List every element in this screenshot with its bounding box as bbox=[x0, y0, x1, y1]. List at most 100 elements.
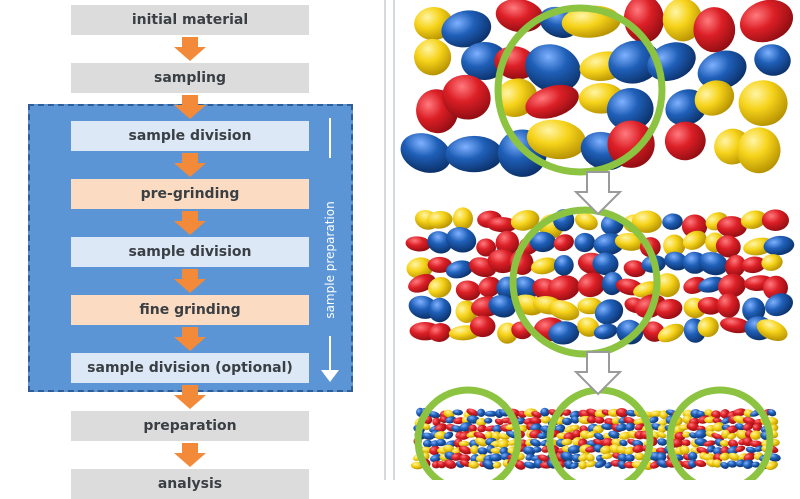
particle bbox=[510, 210, 540, 231]
particle bbox=[443, 431, 454, 440]
particle bbox=[728, 452, 740, 461]
particle bbox=[716, 293, 740, 318]
particle bbox=[427, 256, 452, 273]
particle bbox=[662, 0, 703, 42]
particle bbox=[698, 251, 729, 276]
particle bbox=[427, 231, 453, 254]
particle bbox=[495, 230, 520, 256]
particle bbox=[727, 460, 738, 468]
particle bbox=[511, 276, 539, 300]
particle bbox=[663, 234, 686, 257]
particle bbox=[470, 445, 479, 455]
particle bbox=[756, 319, 788, 341]
particle bbox=[428, 323, 451, 342]
particle bbox=[608, 430, 621, 439]
particle bbox=[577, 272, 606, 298]
particle bbox=[461, 41, 508, 81]
particle bbox=[742, 297, 766, 323]
particle bbox=[577, 317, 600, 337]
particle bbox=[436, 438, 446, 447]
particle bbox=[593, 323, 618, 340]
particle bbox=[458, 440, 470, 447]
flowchart-panel: initial material sampling sample divisio… bbox=[0, 0, 386, 499]
particle bbox=[624, 446, 635, 455]
particle bbox=[445, 135, 503, 173]
particle bbox=[586, 415, 597, 424]
particle bbox=[490, 447, 502, 454]
particle bbox=[572, 429, 582, 439]
particle bbox=[720, 317, 751, 334]
particle bbox=[432, 417, 441, 427]
particle bbox=[561, 438, 573, 446]
particle bbox=[742, 416, 756, 426]
particle bbox=[697, 50, 747, 90]
particle bbox=[486, 216, 518, 233]
particle bbox=[458, 445, 472, 455]
particle bbox=[428, 411, 441, 419]
particle bbox=[749, 440, 763, 448]
particle bbox=[497, 433, 510, 440]
particle-illustration-panel bbox=[393, 0, 800, 480]
particle bbox=[712, 459, 722, 468]
particle bbox=[406, 257, 434, 279]
particle bbox=[560, 451, 574, 462]
down-arrow-icon bbox=[174, 327, 206, 351]
particle bbox=[532, 446, 542, 453]
particle bbox=[476, 417, 487, 427]
particle bbox=[492, 461, 502, 469]
particle bbox=[452, 207, 474, 230]
step-initial-material: initial material bbox=[71, 5, 309, 35]
particle bbox=[477, 447, 488, 455]
particle bbox=[468, 460, 480, 469]
down-arrow-icon bbox=[174, 269, 206, 293]
particle bbox=[478, 276, 501, 298]
sampling-ring-icon bbox=[494, 4, 666, 176]
particle bbox=[436, 460, 446, 469]
particle bbox=[703, 440, 716, 447]
particle bbox=[742, 459, 754, 469]
particle bbox=[734, 423, 746, 431]
particle bbox=[634, 452, 645, 461]
particle bbox=[548, 300, 580, 321]
particle bbox=[446, 227, 477, 253]
particle bbox=[459, 459, 471, 467]
particle bbox=[578, 460, 588, 470]
particle bbox=[601, 423, 614, 431]
particle bbox=[712, 422, 725, 432]
particle bbox=[608, 40, 661, 84]
particle bbox=[414, 38, 452, 76]
particle bbox=[553, 234, 574, 252]
particle bbox=[681, 439, 691, 447]
prep-indicator-line-bottom bbox=[329, 336, 331, 378]
prep-indicator-arrowhead bbox=[321, 370, 339, 382]
particle bbox=[743, 452, 756, 462]
particle bbox=[593, 432, 605, 441]
sampling-ring-icon bbox=[509, 206, 661, 358]
particle bbox=[434, 431, 448, 440]
particle bbox=[616, 319, 644, 345]
particle-illustration bbox=[400, 0, 795, 480]
particle bbox=[488, 295, 517, 318]
particle bbox=[727, 432, 737, 440]
particle bbox=[562, 409, 572, 416]
particle bbox=[765, 461, 778, 470]
particle bbox=[426, 210, 453, 229]
particle bbox=[657, 424, 667, 433]
particle bbox=[594, 299, 624, 325]
particle bbox=[740, 210, 767, 229]
particle bbox=[484, 431, 493, 439]
particle bbox=[477, 424, 487, 433]
particle bbox=[662, 213, 683, 230]
particle bbox=[498, 438, 510, 449]
particle bbox=[752, 423, 763, 432]
particle bbox=[400, 133, 451, 173]
step-sample-division-2: sample division bbox=[71, 237, 309, 267]
particle bbox=[664, 121, 706, 161]
particle bbox=[567, 445, 582, 454]
particle bbox=[547, 275, 580, 301]
particle bbox=[474, 437, 488, 447]
particle bbox=[751, 461, 760, 468]
particle bbox=[492, 424, 503, 433]
particle bbox=[525, 84, 579, 119]
particle bbox=[428, 277, 452, 298]
